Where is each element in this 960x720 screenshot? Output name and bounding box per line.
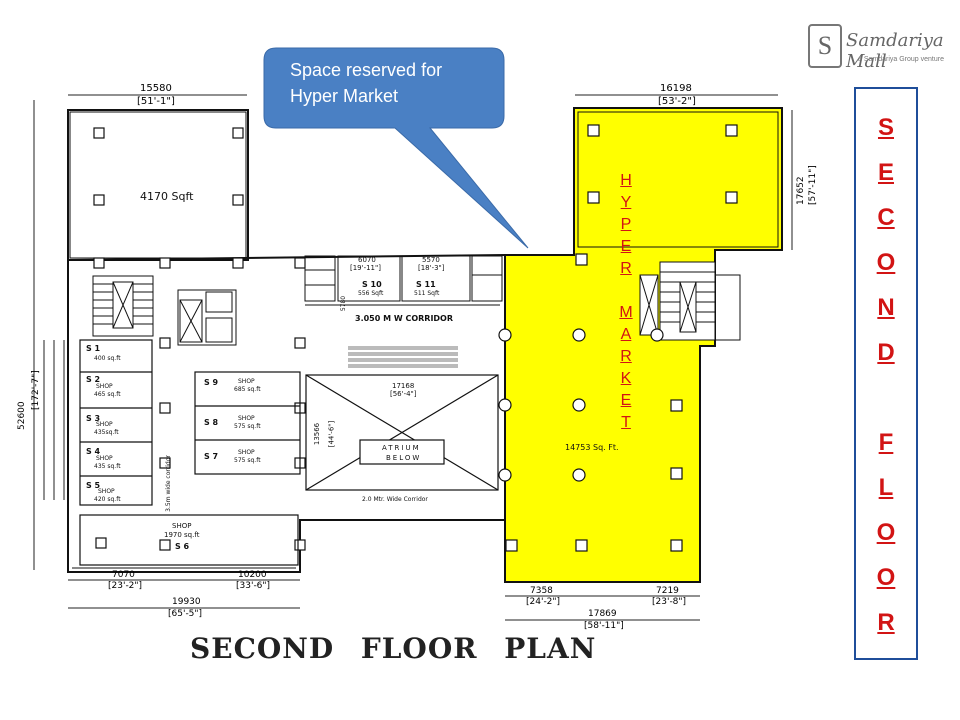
lift-block [304,255,503,306]
room-s6-area: 1970 sq.ft [164,531,200,539]
dim-6070: 6070 [358,256,376,264]
atrium-below-label: BELOW [386,454,422,462]
dim-right-ft: [57'-11"] [808,165,818,205]
corridor-hatch [348,346,458,368]
logo-name: Samdariya Mall [846,30,944,72]
dim-b17869-ft: [58'-11"] [584,621,624,631]
room-s7-area: 575 sq.ft [234,457,261,464]
dim-5780: 5780 [340,295,348,312]
round-columns-hyper [498,328,664,482]
side-title: S E C O N D F L O O R [876,114,896,636]
dim-top-left-mm: 15580 [140,83,172,94]
room-s9-label: S 9 [204,378,219,387]
left-dimension-lines [33,100,65,570]
atrium-label: ATRIUM [382,444,421,452]
left-staircase [92,275,154,337]
room-s5-area: 420 sq.ft [94,496,121,503]
dim-left-ft: [172'-7"] [31,370,41,410]
dim-13566: 13566 [313,422,322,446]
area-top-left: 4170 Sqft [140,190,194,203]
room-s11-label: S 11 [416,280,436,289]
callout-text: Space reserved for Hyper Market [290,60,443,106]
toilet-block [177,289,237,346]
dim-b19930: 19930 [172,597,201,607]
room-s9-type: SHOP [238,378,255,385]
logo: S Samdariya Mall a Samdariya Group ventu… [800,20,950,72]
dim-b7070-ft: [23'-2"] [108,581,142,591]
side-corridor-label: 3.5m wide corridor [164,455,172,512]
columns-hyper [505,124,738,552]
dim-b17869: 17869 [588,609,617,619]
room-s3-label: S 3 [86,414,101,423]
hyper-market-zone [504,107,783,583]
bottom-dimension-lines [68,579,700,621]
room-s8-type: SHOP [238,415,255,422]
callout-bubble [263,47,529,249]
dim-6070-ft: [19'-11"] [350,264,381,272]
room-s7-label: S 7 [204,452,219,461]
hyper-market-inner-border [577,111,779,248]
dim-b7219-ft: [23'-8"] [652,597,686,607]
room-s7-type: SHOP [238,449,255,456]
room-s2-type: SHOP [96,383,113,390]
dim-top-right-mm: 16198 [660,83,692,94]
dim-5570: 5570 [422,256,440,264]
dim-b7219: 7219 [656,586,679,596]
area-hyper: 14753 Sq. Ft. [565,443,619,452]
room-s2-label: S 2 [86,375,101,384]
corridor-label: 3.050 M W CORRIDOR [355,314,454,323]
atrium [305,374,499,491]
room-s6-type: SHOP [172,522,192,530]
dim-top-left-ft: [51'-1"] [137,96,175,107]
logo-mark: S [808,24,842,68]
room-s3-area: 435sq.ft [94,429,119,436]
dim-17168: 17168 [392,382,415,390]
side-title-box: S E C O N D F L O O R [854,87,918,660]
dim-top-right-ft: [53'-2"] [658,96,696,107]
room-s1-area: 400 sq.ft [94,355,121,362]
room-s8-area: 575 sq.ft [234,423,261,430]
shop-column-left [79,339,299,566]
wide-corridor-label: 2.0 Mtr. Wide Corridor [362,496,428,503]
dim-13566-ft: [44'-6"] [327,420,336,448]
room-s2-area: 465 sq.ft [94,391,121,398]
room-s9-area: 685 sq.ft [234,386,261,393]
room-s4-type: SHOP [96,455,113,462]
room-s6-label: S 6 [175,542,190,551]
right-staircase [639,261,741,341]
shops-s7-s9 [194,371,301,475]
plan-title: SECOND FLOOR PLAN [190,632,597,665]
room-s8-label: S 8 [204,418,219,427]
dim-b7358: 7358 [530,586,553,596]
dim-b7070: 7070 [112,570,135,580]
columns-left [93,127,306,551]
room-s10-area: 556 Sqft [358,290,384,297]
dim-right-mm: 17652 [796,176,806,205]
dim-b10200-ft: [33'-6"] [236,581,270,591]
dim-b10200: 10200 [238,570,267,580]
dim-left-mm: 52600 [17,401,27,430]
room-s5-type: SHOP [98,488,115,495]
room-s4-area: 435 sq.ft [94,463,121,470]
building-outline [67,109,506,573]
room-s5-label: S 5 [86,481,101,490]
room-s10-label: S 10 [362,280,382,289]
hyper-market-vertical-label: H Y P E R M A R K E T [619,172,633,431]
room-s3-type: SHOP [96,421,113,428]
logo-subtitle: a Samdariya Group venture [858,56,944,63]
room-s1-label: S 1 [86,344,101,353]
dim-b7358-ft: [24'-2"] [526,597,560,607]
room-s11-area: 511 Sqft [414,290,440,297]
dim-b19930-ft: [65'-5"] [168,609,202,619]
room-s4-label: S 4 [86,447,101,456]
dim-5570-ft: [18'-3"] [418,264,445,272]
dim-17168-ft: [56'-4"] [390,390,417,398]
